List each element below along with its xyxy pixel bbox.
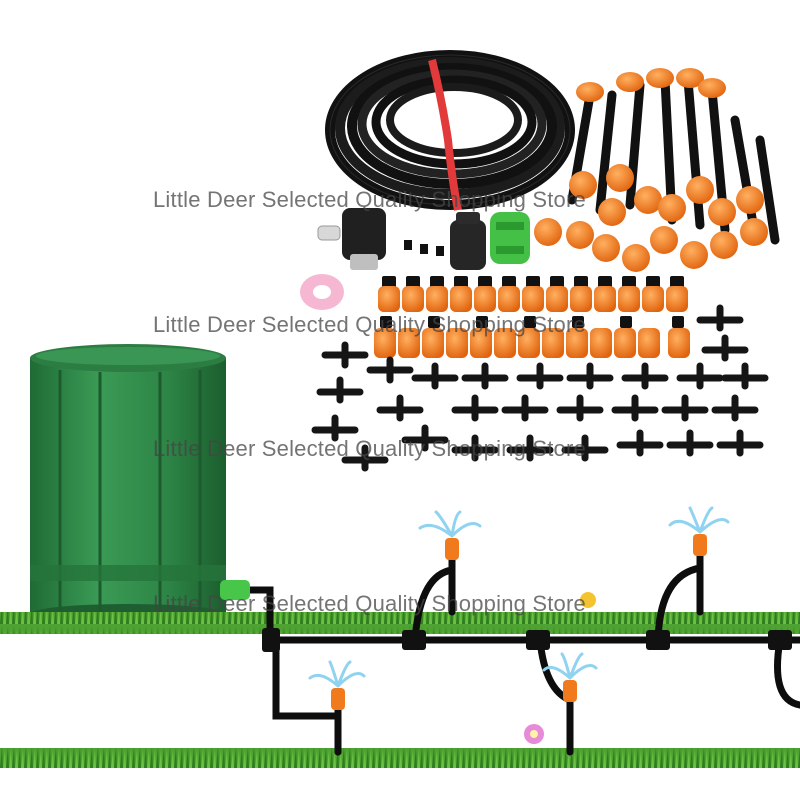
- watermark-text: Little Deer Selected Quality Shopping St…: [153, 591, 586, 616]
- tubing-coil: [325, 50, 575, 211]
- sprayer-heads: [331, 534, 707, 710]
- hose-connectors: [317, 208, 530, 270]
- watermark-text: Little Deer Selected Quality Shopping St…: [153, 312, 586, 337]
- watermark-text: Little Deer Selected Quality Shopping St…: [153, 187, 586, 212]
- tap-connector: [220, 580, 250, 600]
- tee-connectors: [311, 304, 769, 472]
- flower-yellow: [580, 592, 596, 608]
- water-spray: [308, 506, 730, 688]
- mist-nozzles: [374, 276, 690, 358]
- watermark-text: Little Deer Selected Quality Shopping St…: [153, 436, 586, 461]
- rain-barrel: [30, 344, 226, 624]
- grass-strip-upper: [0, 612, 800, 634]
- grass-strip-lower: [0, 748, 800, 768]
- garden-illustration: [0, 506, 800, 768]
- flower-pink: [524, 724, 544, 744]
- teflon-tape: [300, 274, 344, 310]
- spike-sprinklers: [534, 68, 780, 272]
